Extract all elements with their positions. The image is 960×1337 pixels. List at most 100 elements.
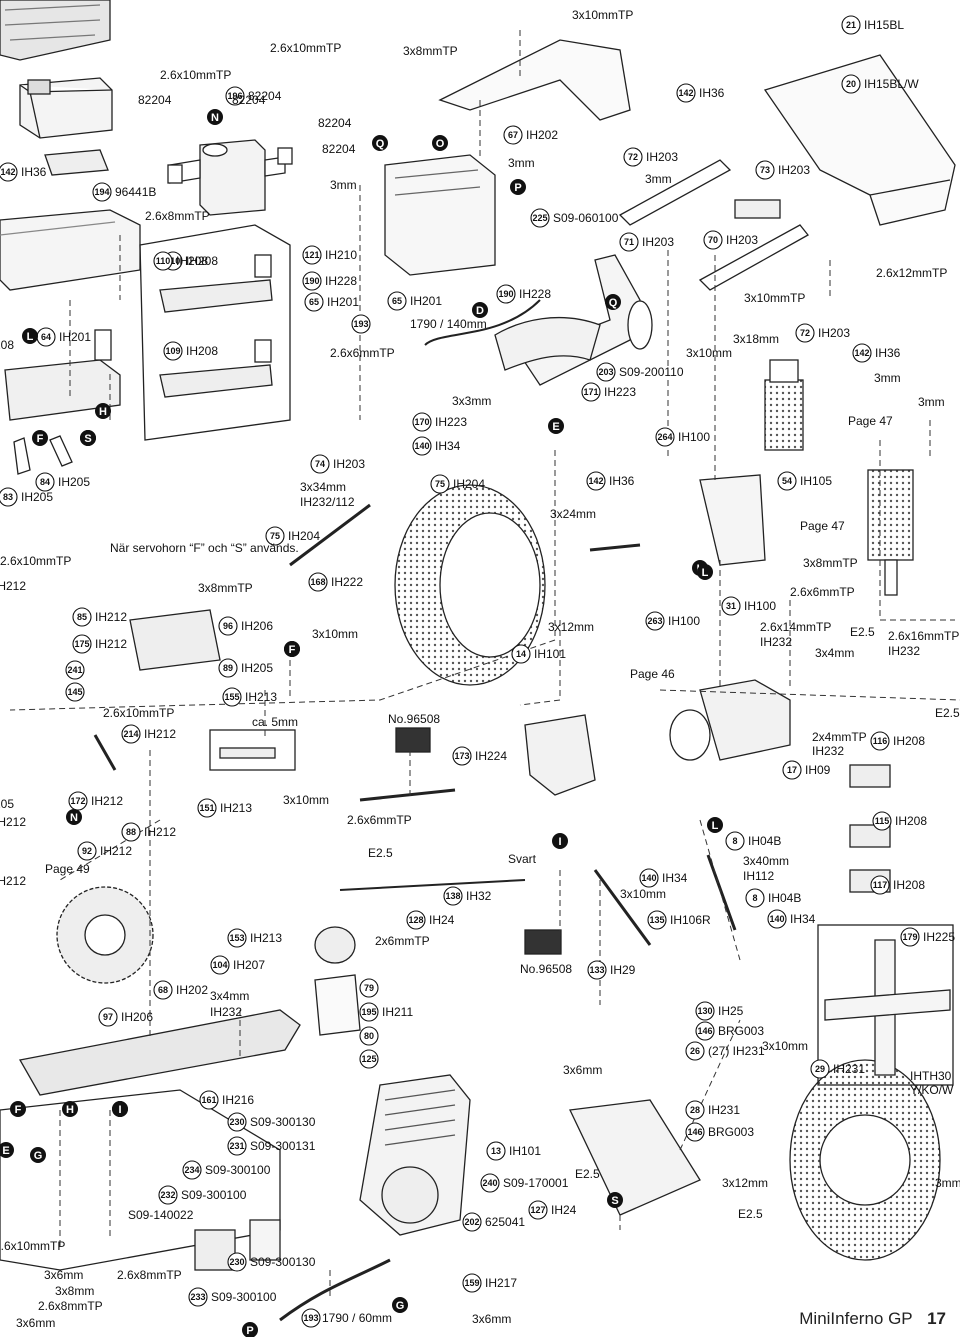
page-ref-47-a: Page 47 [848,414,893,428]
hardware-label: 2.6x12mmTP [876,266,947,280]
hardware-label: 2.6x8mmTP [145,209,210,223]
callout-number: 110 [166,256,181,266]
hardware-label: 3x8mmTP [403,44,458,58]
callout-number: 175 [74,639,89,649]
hardware-label: 2.6x6mmTP [790,585,855,599]
callout-circle [645,611,665,631]
callout-number: 20 [846,79,856,89]
callout-circle [163,341,183,361]
callout-code: IH34 [790,912,816,926]
callout-circle [676,83,696,103]
page-footer: MiniInferno GP 17 [799,1309,946,1329]
callout-circle [412,412,432,432]
callout-number: 230 [229,1257,244,1267]
callout-circle [755,160,775,180]
letter-badge [80,430,96,446]
callout-number: 173 [454,751,469,761]
callout-code: IH100 [744,599,776,613]
part-callout-193: 193 [351,314,371,334]
letter-text: P [246,1325,253,1337]
callout-circle [795,323,815,343]
assembly-letter-N: N [207,109,223,125]
callout-circle [530,208,550,228]
callout-circle [199,1090,219,1110]
letter-text: N [211,112,219,124]
callout-code: IH212 [100,844,132,858]
callout-circle [153,980,173,1000]
callout-code: IH205 [21,490,53,504]
callout-code: IH217 [485,1276,517,1290]
hardware-label: 3x6mm [16,1316,55,1330]
callout-code: IH206 [121,1010,153,1024]
letter-text: L [702,567,709,579]
page-ref-47-b: Page 47 [800,519,845,533]
callout-code: IH212 [95,637,127,651]
callout-code: IH208 [186,344,218,358]
callout-number: 196 [227,91,242,101]
letter-badge [207,109,223,125]
letter-badge [22,328,38,344]
hardware-label: 2.6x10mmTP [0,1239,65,1253]
page-ref-46: Page 46 [630,667,675,681]
hardware-label: 3x8mmTP [803,556,858,570]
letter-badge [30,1147,46,1163]
callout-code: IH36 [699,86,725,100]
callout-code: 625041 [485,1215,525,1229]
callout-code: IH203 [726,233,758,247]
hardware-label: 3x10mm [762,1039,808,1053]
letter-text: F [37,433,44,445]
hardware-label: 2.6x14mmTP [760,620,831,634]
hardware-label: 2.6x10mmTP [0,554,71,568]
callout-code: S09-300131 [250,1139,316,1153]
letter-text: E [2,1145,9,1157]
callout-code: IH231 [833,1062,865,1076]
callout-number: 140 [641,873,656,883]
callout-code: (27) IH231 [708,1044,765,1058]
callout-code: IH206 [241,619,273,633]
callout-code: IH100 [678,430,710,444]
callout-number: 151 [199,803,214,813]
hardware-labels: 3x10mmTP3x8mmTP2.6x10mmTP2.6x10mmTP82204… [0,8,960,1330]
callout-circle [462,1212,482,1232]
callout-number: 128 [408,915,423,925]
callout-code: IH213 [250,931,282,945]
callout-circle [218,658,238,678]
callout-circle [210,955,230,975]
callout-number: 130 [697,1006,712,1016]
letter-text: L [712,820,719,832]
letter-text: S [84,433,91,445]
hardware-label: 2.6x10mmTP [103,706,174,720]
callout-circle [98,1007,118,1027]
letter-badge [0,1142,14,1158]
letter-badge [392,1297,408,1313]
callout-code: IH36 [609,474,635,488]
part-callout-193: 193 [301,1308,321,1328]
hardware-label: 2.6x16mmTP [888,629,959,643]
hardware-label: 208 [0,338,14,352]
callout-number: 194 [94,187,109,197]
hardware-label: 3x10mmTP [572,8,633,22]
callout-circle [197,798,217,818]
callout-circle [35,472,55,492]
callout-number: 80 [364,1031,374,1041]
hardware-label: E2.5 [368,846,393,860]
callout-number: 195 [361,1007,376,1017]
